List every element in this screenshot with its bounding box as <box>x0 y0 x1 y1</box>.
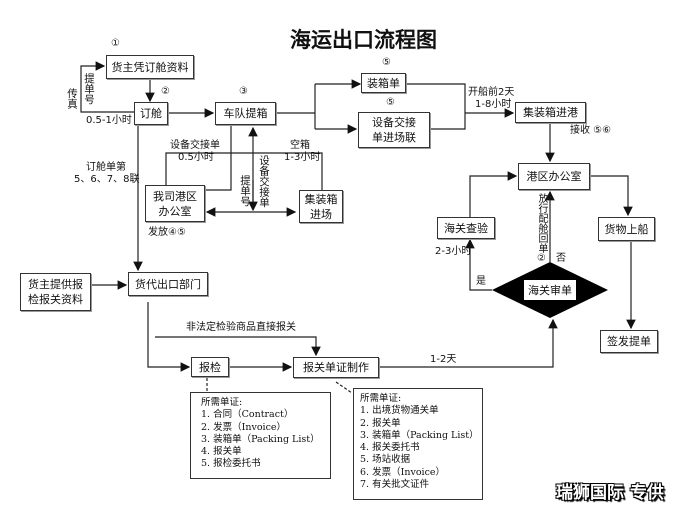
receive-label: 接收 ⑤⑥ <box>570 125 612 136</box>
box-truck-pickup: 车队提箱 <box>215 102 276 125</box>
box-forwarder-export: 货代出口部门 <box>128 272 208 296</box>
booking-copies-label: 5、6、7、8联 <box>74 174 140 185</box>
empty-container-label: 空箱 <box>290 140 310 151</box>
box-eir-entry: 设备交接单进场联 <box>358 112 430 148</box>
issue-label: 发放④⑤ <box>148 227 186 238</box>
booking-copies-label: 订舱单第 <box>86 162 126 173</box>
time-label: 0.5小时 <box>178 152 214 163</box>
list-item: 3. 装箱单（Packing List） <box>201 433 320 445</box>
step-5-label: ⑤ <box>386 97 395 108</box>
box-declaration-docs: 报关单证制作 <box>293 357 379 378</box>
list-heading: 所需单证: <box>201 397 243 408</box>
bl-number-label: 提单号 <box>83 73 95 105</box>
step-3-label: ③ <box>239 86 248 97</box>
bl-number-label: 提单号 <box>239 175 251 207</box>
list-item: 2. 报关单 <box>360 417 401 429</box>
list-item: 4. 报关单 <box>201 446 242 458</box>
box-shipper-docs: 货主凭订舱资料 <box>106 55 194 79</box>
box-bl-issue: 签发提单 <box>600 330 658 353</box>
declaration-docs-list: 所需单证: 1. 出境货物通关单 2. 报关单 3. 装箱单（Packing L… <box>353 388 483 500</box>
page-title: 海运出口流程图 <box>290 27 437 52</box>
box-customs-inspection: 海关查验 <box>437 217 495 239</box>
box-port-office: 港区办公室 <box>518 163 590 190</box>
list-item: 7. 有关批文证件 <box>360 479 430 491</box>
duration-label: 1-2天 <box>430 354 457 365</box>
fax-label: 传真 <box>66 88 78 109</box>
eir-label: 设备交接单 <box>170 140 220 151</box>
list-item: 5. 场站收据 <box>360 454 411 466</box>
step-2-label: ② <box>161 86 170 97</box>
eir-vertical-label: 设备交接单 <box>258 155 270 208</box>
time-label: 1-8小时 <box>475 99 512 110</box>
box-booking: 订舱 <box>134 102 168 125</box>
list-item: 2. 发票（Invoice） <box>201 421 287 433</box>
list-item: 4. 报关委托书 <box>360 442 420 454</box>
yes-label: 是 <box>476 276 486 287</box>
list-heading: 所需单证: <box>360 393 402 404</box>
release-label: 放行配舱回单② <box>536 193 547 264</box>
no-label: 否 <box>556 253 566 264</box>
before-sailing-label: 开船前2天 <box>468 87 515 98</box>
box-inspection: 报检 <box>191 357 229 377</box>
box-our-port-office: 我司港区办公室 <box>145 185 205 222</box>
time-label: 0.5-1小时 <box>86 115 132 126</box>
box-customs-review: 海关审单 <box>524 280 576 300</box>
direct-declare-label: 非法定检验商品直接报关 <box>186 322 296 333</box>
step-1-label: ① <box>111 38 120 49</box>
list-item: 6. 发票（Invoice） <box>360 466 446 478</box>
box-shipper-inspection-docs: 货主提供报检报关资料 <box>20 273 91 311</box>
list-item: 3. 装箱单（Packing List） <box>360 429 479 441</box>
box-container-to-port: 集装箱进港 <box>515 102 586 123</box>
time-label: 1-3小时 <box>284 152 321 163</box>
list-item: 1. 出境货物通关单 <box>360 405 439 417</box>
step-5-label: ⑤ <box>382 57 391 68</box>
box-loading: 货物上船 <box>598 217 655 241</box>
list-item: 1. 合同（Contract） <box>201 409 294 421</box>
list-item: 5. 报检委托书 <box>201 458 261 470</box>
inspection-docs-list: 所需单证: 1. 合同（Contract） 2. 发票（Invoice） 3. … <box>190 392 331 479</box>
box-packing-list: 装箱单 <box>361 73 406 93</box>
time-label: 2-3小时 <box>435 246 472 257</box>
box-container-yard: 集装箱进场 <box>299 190 343 223</box>
watermark: 瑞狮国际 专供 <box>556 483 664 503</box>
